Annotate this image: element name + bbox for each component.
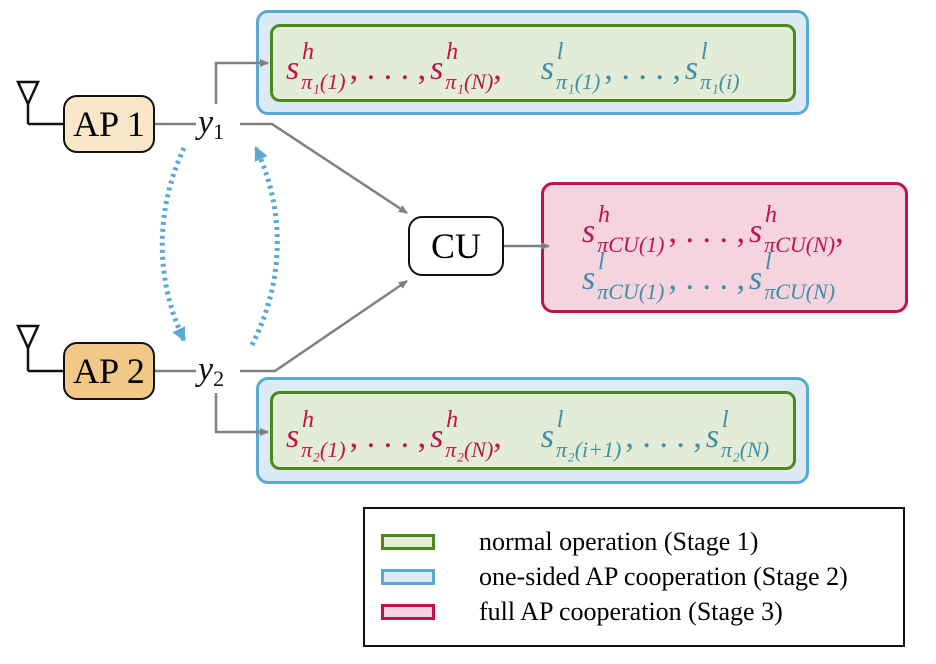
y1-to-ap1-decode-arrow [214,59,269,104]
cu-label: CU [430,226,481,266]
legend-item-stage3: full AP cooperation (Stage 3) [381,597,783,627]
legend-swatch-pink [381,604,435,620]
ap2-label: AP 2 [73,351,145,391]
ap1-label: AP 1 [73,104,145,144]
y2-signal-label: y2 [198,351,225,391]
ap2-stage1-box [270,391,796,470]
y1-signal-label: y1 [198,104,225,144]
y1-to-cu-arrow [240,122,408,215]
antenna-icon-ap2 [16,324,64,373]
y2-to-cu-arrow [240,279,408,373]
cu-stage3-box [541,182,908,313]
legend-item-stage1: normal operation (Stage 1) [381,527,758,557]
legend-item-stage2: one-sided AP cooperation (Stage 2) [381,562,848,592]
coop-arrow-ap1-to-ap2 [159,146,187,342]
legend-label-stage3: full AP cooperation (Stage 3) [479,597,783,626]
cu-node: CU [408,216,504,276]
legend-swatch-blue [381,569,435,585]
ap2-node: AP 2 [63,342,155,400]
ap1-node: AP 1 [63,95,155,153]
legend-swatch-green [381,534,435,550]
legend: normal operation (Stage 1) one-sided AP … [363,507,905,647]
ap1-stage1-box [270,24,796,102]
coop-arrow-ap2-to-ap1 [249,146,280,347]
legend-label-stage1: normal operation (Stage 1) [479,527,759,556]
y2-to-ap2-decode-arrow [214,393,269,436]
legend-label-stage2: one-sided AP cooperation (Stage 2) [479,562,848,591]
antenna-icon-ap1 [16,80,64,126]
